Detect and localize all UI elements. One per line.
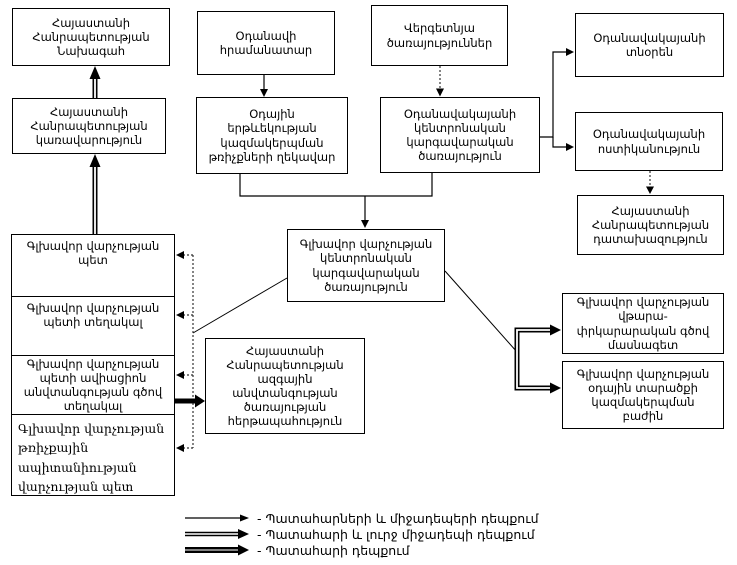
box-gd-head-label: Գլխավոր վարչության պետ <box>26 239 160 268</box>
box-gd-rescue-specialist: Գլխավոր վարչության վթարա- փրկարարական գծ… <box>562 293 724 354</box>
thin-arrow-icon <box>185 514 249 522</box>
box-airport-director-label: Օդանավակայանի տնօրեն <box>593 30 706 59</box>
box-airport-police-label: Օդանավակայանի ոստիկանություն <box>592 127 706 156</box>
box-president: Հայաստանի Հանրապետության Նախագահ <box>12 8 170 66</box>
legend-item-accident-label: - Պատահարի դեպքում <box>257 542 410 558</box>
legend-item-serious-incident: - Պատահարի և լուրջ միջադեպի դեպքում <box>183 526 539 542</box>
arrow-police-to-prosecutor <box>646 171 654 194</box>
box-nss-duty-label: Հայաստանի Հանրապետության ազգային անվտանգ… <box>226 343 344 429</box>
box-airport-police: Օդանավակայանի ոստիկանություն <box>575 112 723 171</box>
box-gd-airspace-division-label: Գլխավոր վարչության օդային տարածքի կազմակ… <box>576 366 710 424</box>
box-gd-deputy-aviation-security-label: Գլխավոր վարչության պետի ավիացիոն անվտանգ… <box>23 356 163 414</box>
box-airport-director: Օդանավակայանի տնօրեն <box>575 13 724 77</box>
box-government: Հայաստանի Հանրապետության կառավարություն <box>12 98 166 154</box>
box-president-label: Հայաստանի Հանրապետության Նախագահ <box>32 15 150 58</box>
diagonal-gd-dispatch-to-left-stack <box>192 277 288 334</box>
arrow-gd-head-to-government <box>89 154 101 235</box>
thick-arrow-icon <box>185 544 249 556</box>
box-airport-central-dispatch-label: Օդանավակայանի կենտրոնական կարգավարական ծ… <box>403 106 517 164</box>
arrow-ground-services-to-airport-dispatch <box>436 66 444 97</box>
arrow-security-deputy-to-nss-duty <box>173 394 205 408</box>
box-gd-deputy-aviation-security: Գլխավոր վարչության պետի ավիացիոն անվտանգ… <box>11 355 175 415</box>
box-prosecutor: Հայաստանի Հանրապետության դատախազություն <box>577 195 724 255</box>
box-government-label: Հայաստանի Հանրապետության կառավարություն <box>30 104 148 147</box>
legend: - Պատահարների և միջադեպերի դեպքում - Պատ… <box>183 510 539 558</box>
box-aircraft-commander: Օդանավի հրամանատար <box>197 11 335 75</box>
arrow-commander-to-atm-director <box>260 75 268 97</box>
legend-item-incidents: - Պատահարների և միջադեպերի դեպքում <box>183 510 539 526</box>
box-atm-flight-director-label: Օդային երթևեկության կազմակերպման թռիչքնե… <box>208 107 336 164</box>
box-aircraft-commander-label: Օդանավի հրամանատար <box>219 28 313 57</box>
box-gd-rescue-specialist-label: Գլխավոր վարչության վթարա- փրկարարական գծ… <box>576 295 710 352</box>
box-gd-deputy-head: Գլխավոր վարչության պետի տեղակալ <box>11 296 175 356</box>
connector-merge-to-gd-dispatch <box>239 173 433 228</box>
legend-item-accident: - Պատահարի դեպքում <box>183 542 539 558</box>
box-gd-airworthiness-head-label: Գլխավոր վարչության թռիչքային ապիտանիությ… <box>18 421 165 495</box>
box-prosecutor-label: Հայաստանի Հանրապետության դատախազություն <box>591 203 710 246</box>
box-nss-duty: Հայաստանի Հանրապետության ազգային անվտանգ… <box>205 338 365 434</box>
diagonal-gd-dispatch-to-right-boxes <box>444 270 518 353</box>
connector-airport-dispatch-to-director-and-police <box>540 48 574 151</box>
legend-item-serious-incident-label: - Պատահարի և լուրջ միջադեպի դեպքում <box>257 526 535 542</box>
box-gd-central-dispatch-label: Գլխավոր վարչության կենտրոնական կարգավարա… <box>299 237 433 294</box>
box-ground-services: Վերգետնյա ծառայություններ <box>371 5 508 66</box>
box-atm-flight-director: Օդային երթևեկության կազմակերպման թռիչքնե… <box>196 97 348 174</box>
medium-arrow-icon <box>185 529 249 539</box>
box-airport-central-dispatch: Օդանավակայանի կենտրոնական կարգավարական ծ… <box>380 97 540 173</box>
box-gd-head: Գլխավոր վարչության պետ <box>11 234 175 297</box>
box-gd-airspace-division: Գլխավոր վարչության օդային տարածքի կազմակ… <box>562 361 724 429</box>
arrow-government-to-president <box>89 66 101 99</box>
box-ground-services-label: Վերգետնյա ծառայություններ <box>386 21 493 50</box>
box-gd-deputy-head-label: Գլխավոր վարչության պետի տեղակալ <box>26 301 160 330</box>
connector-to-rescue-and-airspace <box>514 324 561 394</box>
legend-item-incidents-label: - Պատահարների և միջադեպերի դեպքում <box>257 510 539 526</box>
box-gd-central-dispatch: Գլխավոր վարչության կենտրոնական կարգավարա… <box>287 229 445 302</box>
box-gd-airworthiness-head: Գլխավոր վարչության թռիչքային ապիտանիությ… <box>11 414 175 496</box>
connector-distribution-to-left-stack <box>176 251 194 452</box>
